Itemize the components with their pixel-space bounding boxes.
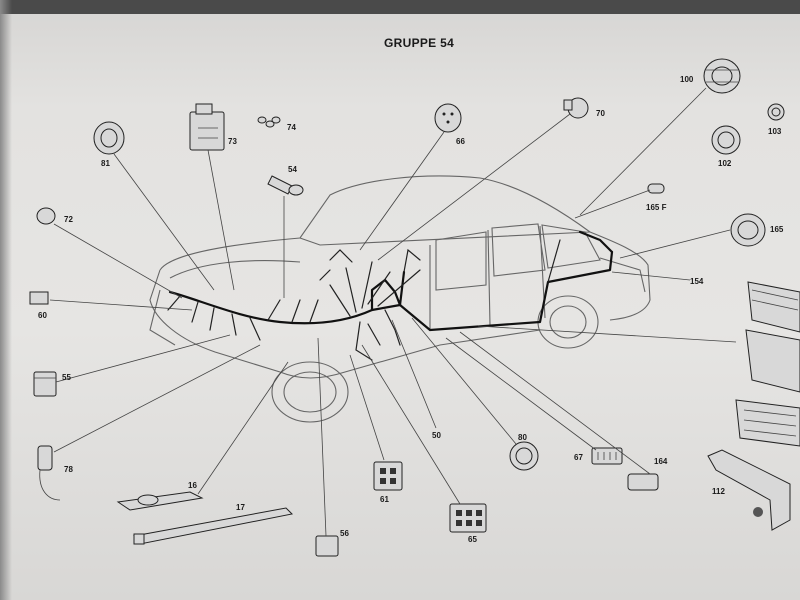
part-80-grommet	[509, 441, 539, 471]
part-56-relay	[315, 535, 339, 557]
part-73-relay-box	[189, 103, 225, 151]
label-50: 50	[432, 431, 441, 440]
label-72: 72	[64, 215, 73, 224]
part-100-grommet	[703, 58, 741, 94]
part-labels: 100 103 102 165 165 F 154 70 66 73 74 81…	[38, 75, 784, 544]
car-outline	[149, 175, 651, 423]
label-154: 154	[690, 277, 704, 286]
part-165-grommet	[730, 213, 766, 247]
label-74: 74	[287, 123, 296, 132]
part-74-clips	[257, 116, 281, 128]
part-60-plug	[29, 291, 49, 305]
label-164: 164	[654, 457, 668, 466]
label-103: 103	[768, 127, 782, 136]
page-left-shadow	[0, 0, 12, 600]
page-top-shadow	[0, 0, 800, 14]
label-73: 73	[228, 137, 237, 146]
part-66-connector	[434, 103, 462, 133]
label-60: 60	[38, 311, 47, 320]
label-17: 17	[236, 503, 245, 512]
label-54: 54	[288, 165, 297, 174]
label-78: 78	[64, 465, 73, 474]
label-165f: 165 F	[646, 203, 667, 212]
label-80: 80	[518, 433, 527, 442]
part-17-strap	[133, 507, 294, 545]
leader-lines	[49, 87, 737, 537]
label-56: 56	[340, 529, 349, 538]
part-55-box	[33, 371, 57, 397]
label-102: 102	[718, 159, 732, 168]
part-fuse-box-cluster	[735, 281, 800, 447]
part-81-grommet	[93, 121, 125, 155]
label-55: 55	[62, 373, 71, 382]
part-164-connector	[627, 473, 659, 491]
label-112: 112	[712, 487, 725, 496]
label-100: 100	[680, 75, 694, 84]
label-70: 70	[596, 109, 605, 118]
label-81: 81	[101, 159, 110, 168]
wiring-harness	[167, 230, 614, 361]
label-67: 67	[574, 453, 583, 462]
part-165f-bulb	[647, 183, 665, 194]
label-61: 61	[380, 495, 389, 504]
part-103-grommet	[767, 103, 785, 121]
label-16: 16	[188, 481, 197, 490]
part-16-clamp	[116, 491, 204, 511]
label-65: 65	[468, 535, 477, 544]
part-67-connector	[591, 447, 623, 465]
label-66: 66	[456, 137, 465, 146]
part-102-grommet	[711, 125, 741, 155]
part-70-switch	[563, 97, 589, 119]
label-165: 165	[770, 225, 784, 234]
part-112-bracket	[707, 449, 791, 531]
part-78-cable-plug	[37, 445, 61, 501]
part-72-bulb-holder	[36, 207, 56, 225]
part-54-fuse	[267, 175, 304, 196]
diagram-title: GRUPPE 54	[384, 36, 455, 50]
part-65-connector	[449, 503, 487, 533]
part-61-connector	[373, 461, 403, 491]
